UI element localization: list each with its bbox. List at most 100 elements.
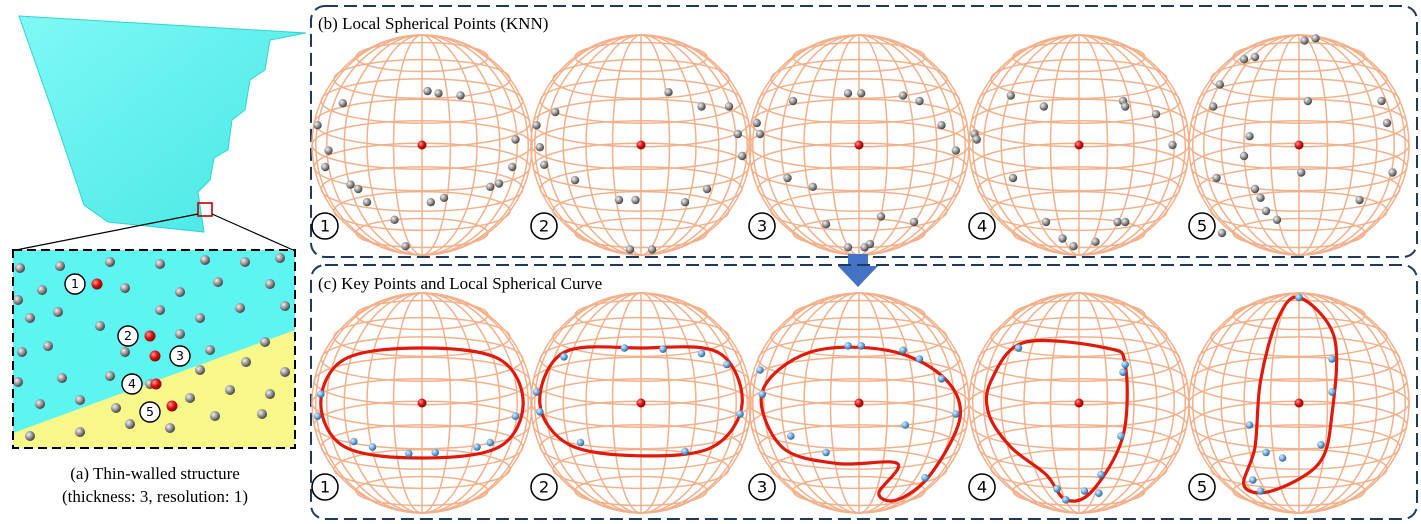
zoom-neighbor-point (235, 303, 245, 313)
key-point (899, 346, 907, 355)
neighbor-point (1303, 96, 1313, 106)
neighbor-point (1209, 102, 1218, 111)
zoom-neighbor-point (210, 411, 220, 421)
key-point (857, 342, 865, 350)
neighbor-point (614, 195, 624, 205)
neighbor-point (1256, 193, 1265, 202)
zoom-neighbor-point (265, 279, 275, 289)
neighbor-point (426, 198, 435, 207)
key-point (723, 360, 731, 369)
neighbor-point (456, 91, 465, 100)
zoom-neighbor-point (53, 307, 63, 317)
neighbor-point (860, 243, 869, 252)
neighbor-point (401, 242, 410, 251)
down-arrow (838, 254, 878, 287)
key-point (901, 421, 909, 429)
key-point (1295, 293, 1303, 302)
zoom-neighbor-point (57, 373, 67, 383)
zoom-neighbor-point (205, 345, 215, 355)
key-point (756, 366, 764, 374)
zoom-neighbor-point (105, 371, 115, 381)
neighbor-point (1008, 173, 1018, 183)
sphere-index-badge-label: 2 (539, 216, 549, 235)
neighbor-point (1121, 217, 1130, 227)
key-point (758, 390, 766, 399)
zoom-neighbor-point (275, 253, 285, 263)
zoom-neighbor-point (25, 313, 35, 323)
center-point (636, 398, 646, 408)
neighbor-point (494, 179, 504, 188)
key-point (1121, 360, 1129, 369)
curve-sphere-1: 1 (311, 292, 533, 514)
zoom-neighbor-point (241, 357, 251, 367)
neighbor-point (1215, 80, 1225, 89)
neighbor-point (857, 89, 866, 98)
zoom-neighbor-point (111, 403, 121, 413)
center-point (417, 398, 427, 408)
local-spherical-curve (538, 345, 744, 458)
key-point (697, 349, 706, 358)
neighbor-point (647, 245, 657, 254)
neighbor-point (625, 245, 635, 254)
wireframe-sphere (530, 292, 752, 514)
key-point (952, 410, 960, 418)
thin-walled-surface (18, 15, 307, 233)
zoom-marker-3: 3 (169, 345, 191, 367)
neighbor-point (843, 89, 853, 98)
key-point (1097, 470, 1105, 479)
neighbor-point (821, 220, 831, 229)
neighbor-point (1006, 91, 1015, 100)
neighbor-point (1261, 206, 1271, 216)
neighbor-point (1311, 34, 1320, 43)
zoom-neighbor-point (120, 283, 130, 293)
sphere-index-badge-label: 5 (1197, 477, 1207, 496)
neighbor-point (1300, 36, 1309, 45)
zoom-neighbor-point (240, 257, 250, 267)
neighbor-point (808, 182, 817, 191)
neighbor-point (486, 182, 495, 191)
neighbor-point (511, 135, 520, 144)
panel-c-title: (c) Key Points and Local Spherical Curve (318, 274, 602, 293)
neighbor-point (1113, 217, 1122, 227)
key-point (844, 342, 852, 350)
neighbor-point (733, 129, 742, 139)
zoom-neighbor-point (125, 419, 135, 429)
sphere-index-badge: 1 (311, 473, 339, 501)
neighbor-point (915, 96, 924, 106)
key-point (486, 438, 495, 447)
neighbor-point (1121, 102, 1130, 111)
key-point (681, 447, 689, 456)
neighbor-point (508, 162, 517, 172)
zoom-neighbor-point (225, 385, 235, 395)
neighbor-point (788, 96, 798, 106)
zoom-marker-1: 1 (64, 273, 86, 295)
center-point (636, 140, 646, 150)
key-point (1328, 388, 1336, 396)
neighbor-point (1217, 228, 1227, 238)
sphere-index-badge: 1 (311, 212, 339, 240)
sphere-index-badge: 3 (748, 473, 776, 501)
center-point (1074, 140, 1084, 150)
zoom-marker-2-label: 2 (124, 328, 132, 343)
zoom-neighbor-point (195, 365, 205, 375)
zoom-marker-1-label: 1 (71, 276, 79, 291)
zoom-neighbor-point (13, 377, 23, 387)
neighbor-point (1239, 55, 1249, 64)
sphere-index-badge-label: 1 (320, 477, 330, 496)
zoom-neighbor-point (75, 427, 85, 437)
key-point (431, 448, 440, 457)
panel-b-title: (b) Local Spherical Points (KNN) (318, 14, 548, 33)
zoom-neighbor-point (185, 393, 195, 403)
zoom-neighbor-point (37, 285, 47, 295)
zoom-neighbor-point (213, 277, 223, 287)
zoom-neighbor-point (15, 263, 25, 273)
sphere-index-badge-label: 4 (977, 477, 987, 496)
neighbor-point (909, 217, 919, 227)
sphere-index-badge: 3 (748, 212, 776, 240)
local-spherical-curve (1242, 295, 1339, 495)
neighbor-point (540, 160, 549, 169)
wireframe-sphere (530, 34, 752, 256)
key-point (1080, 487, 1089, 495)
